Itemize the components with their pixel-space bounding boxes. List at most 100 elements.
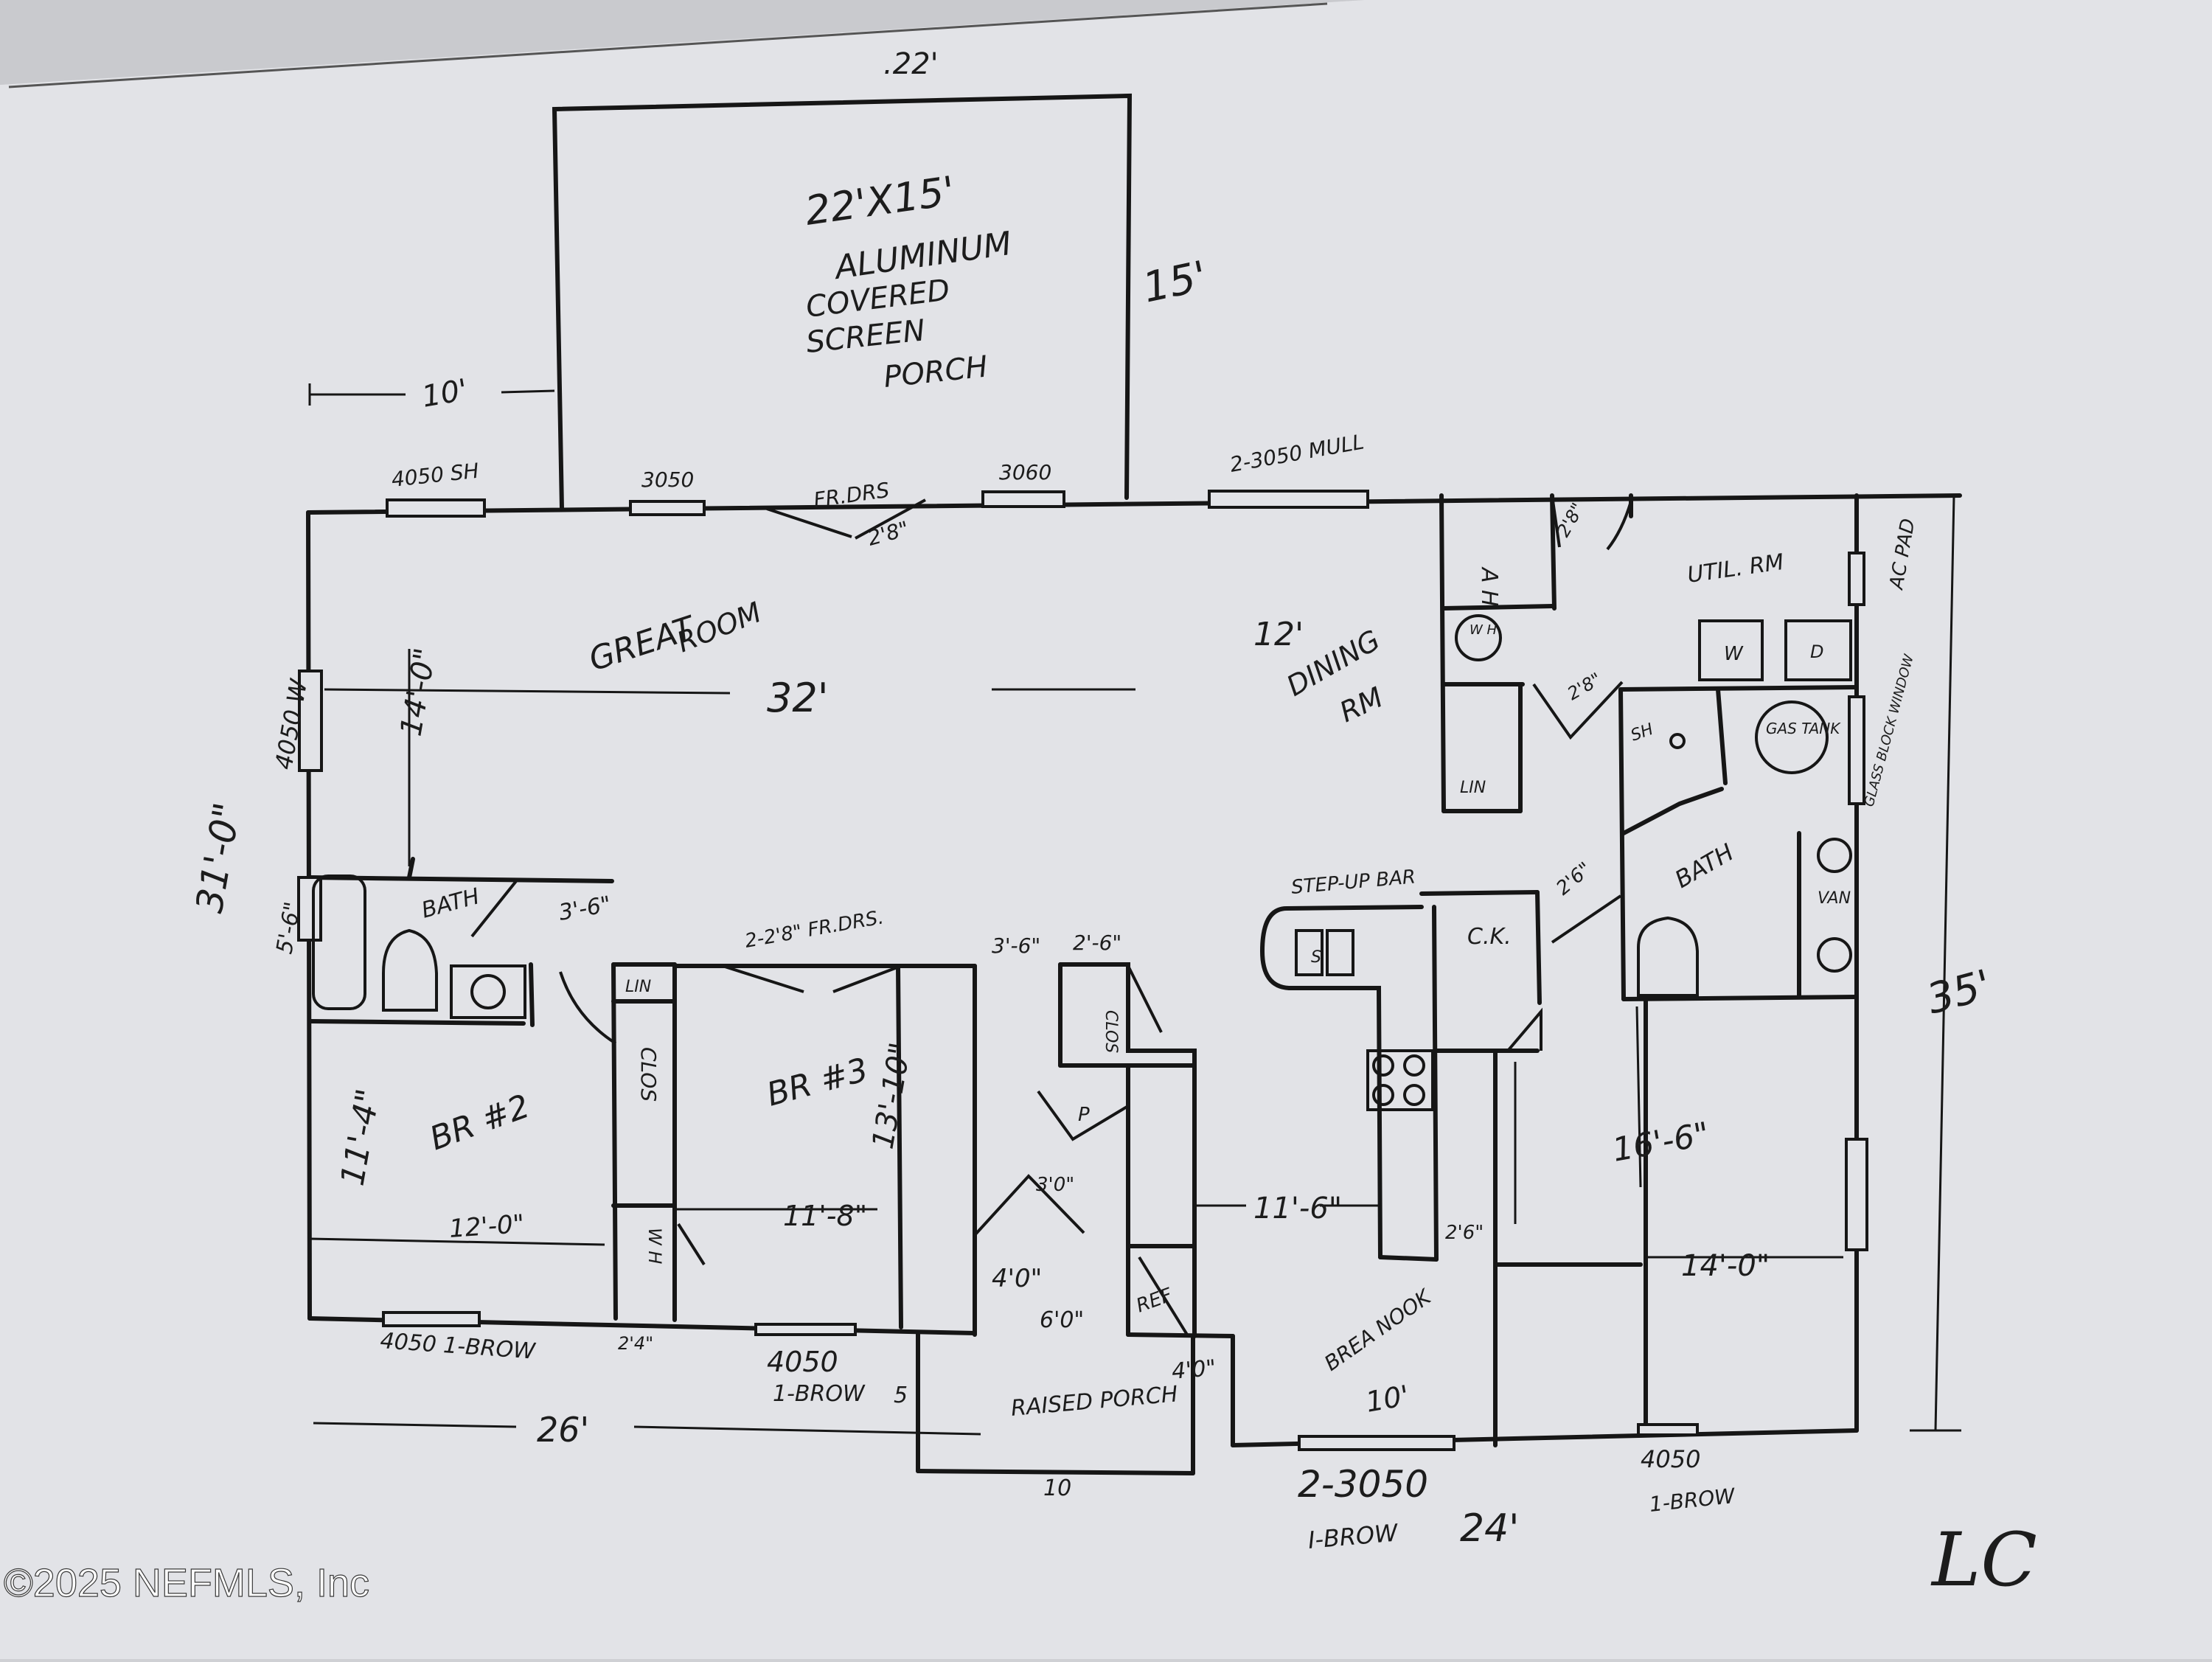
- entry-door-dim: 3'0": [1036, 1174, 1074, 1196]
- win-right-label: 3060: [999, 460, 1051, 484]
- utility-wh: W H: [1470, 622, 1498, 638]
- bar-sink-right: [1326, 929, 1354, 976]
- porch-offset: 10': [420, 373, 470, 414]
- window-bath2: [297, 876, 322, 942]
- utility-tank: GAS TANK: [1766, 720, 1841, 737]
- copyright-watermark: ©2025 NEFMLS, Inc: [4, 1561, 369, 1605]
- window-br3: [754, 1323, 857, 1336]
- counter-inner: [1432, 905, 1439, 1262]
- bath2-door: [470, 880, 518, 938]
- sink-master-2: [1817, 937, 1852, 973]
- sink-master-1: [1817, 838, 1852, 873]
- porch-width-label: .22': [883, 47, 939, 81]
- range: [1366, 1049, 1434, 1111]
- water-heater: [1455, 614, 1502, 661]
- hall-clos: CLOS: [1102, 1010, 1120, 1053]
- master-width: 14'-0": [1681, 1249, 1770, 1283]
- bar-sink-left: [1295, 929, 1324, 976]
- pantry-door: [1037, 1090, 1130, 1141]
- master-bath-left: [1618, 687, 1626, 1001]
- toilet-master: [1637, 916, 1699, 997]
- burner-2: [1403, 1054, 1425, 1077]
- lin-closet-door: [1532, 681, 1624, 740]
- ref-front-wall: [1126, 1332, 1235, 1338]
- dryer: [1784, 619, 1852, 681]
- bottom-win-2: 4050: [767, 1346, 838, 1378]
- kitchen-right-wall: [1535, 890, 1542, 1005]
- utility-door: [1551, 495, 1561, 548]
- doors: [470, 495, 1632, 1336]
- master-bath-bottom: [1621, 995, 1859, 1001]
- dimension-lines: [308, 383, 1961, 1436]
- right-overall: 24': [1460, 1506, 1519, 1551]
- dim-10-right: [501, 389, 555, 394]
- window-left-4050: [298, 670, 323, 772]
- gas-tank: [1755, 700, 1829, 774]
- nook-window: 2-3050: [1298, 1463, 1428, 1506]
- shower-curb: [1621, 787, 1724, 835]
- utility-ah: A H: [1476, 566, 1502, 607]
- master-bath-van: VAN: [1818, 889, 1851, 908]
- window-utility: [1848, 552, 1865, 606]
- entry-door: [973, 1174, 1085, 1237]
- window-nook: [1298, 1435, 1455, 1451]
- raised-porch-front: [916, 1469, 1195, 1475]
- great-room-dim-left: [324, 688, 731, 695]
- french-door-right: [855, 498, 926, 540]
- closet-clos: CLOS: [636, 1047, 661, 1102]
- br3-width: 11'-8": [783, 1200, 867, 1232]
- burner-1: [1372, 1054, 1394, 1077]
- ah-closet-right: [1550, 493, 1557, 611]
- wh-door: [677, 1223, 706, 1266]
- window-br2: [382, 1311, 481, 1327]
- hall-pantry: P: [1078, 1104, 1090, 1126]
- hall-closet-door: [1127, 965, 1163, 1033]
- closet-left-wall: [611, 962, 618, 1321]
- closet-lin: LIN: [625, 978, 651, 996]
- bottom-dim-right: [633, 1425, 981, 1436]
- bath2-door-jamb: [529, 962, 535, 1027]
- sink-bath2: [470, 974, 506, 1009]
- window-3050: [629, 500, 706, 516]
- bathtub: [312, 875, 366, 1010]
- hall-dim-2: 2'-6": [1073, 931, 1121, 955]
- window-4050sh: [386, 498, 486, 518]
- vanity-bath2: [450, 964, 526, 1019]
- window-glass-block: [1848, 695, 1865, 805]
- rear-wall: [306, 493, 1962, 515]
- kitchen-top-wall: [1419, 890, 1540, 896]
- utility-left-wall: [1439, 493, 1446, 813]
- paper-shadow: [0, 0, 1364, 85]
- raised-porch-five: 5: [894, 1383, 908, 1408]
- ah-closet-bottom: [1441, 604, 1554, 611]
- great-room-width: 32': [767, 675, 829, 721]
- hall-dim-4: 6'0": [1040, 1307, 1084, 1333]
- shower-head: [1669, 733, 1686, 749]
- window-mull: [1208, 490, 1369, 509]
- utility-washer: W: [1724, 643, 1744, 665]
- master-depth-dim: [1635, 1006, 1642, 1188]
- porch-outline: [552, 93, 1133, 511]
- raised-porch-width: 10: [1043, 1475, 1071, 1501]
- fixtures: [312, 614, 1852, 1111]
- dining-width: 12': [1253, 616, 1304, 653]
- burner-4: [1403, 1084, 1425, 1106]
- walls: [306, 93, 1962, 1475]
- bath2-door-swing: [559, 971, 617, 1045]
- nook-dim: 10': [1363, 1379, 1412, 1419]
- raised-porch-depth: 4'0": [1171, 1355, 1217, 1385]
- bottom-dim-left: [313, 1422, 517, 1428]
- br3-french-door-left: [722, 964, 804, 993]
- ref-mark: [1138, 1256, 1189, 1336]
- kitchen-ck: C.K.: [1467, 924, 1512, 950]
- br3-french-door-right: [832, 964, 902, 993]
- kitchen-dim: 11'-6": [1253, 1192, 1342, 1225]
- kitchen-closet-door: [1506, 1007, 1543, 1052]
- bottom-brow-2: 1-BROW: [773, 1381, 866, 1407]
- win-mid-label: 3050: [641, 467, 694, 492]
- initials-signature: LC: [1930, 1517, 2037, 1603]
- overall-35-dim: [1934, 495, 1955, 1431]
- utility-lin: LIN: [1460, 779, 1486, 797]
- utility-door-swing: [1606, 501, 1632, 551]
